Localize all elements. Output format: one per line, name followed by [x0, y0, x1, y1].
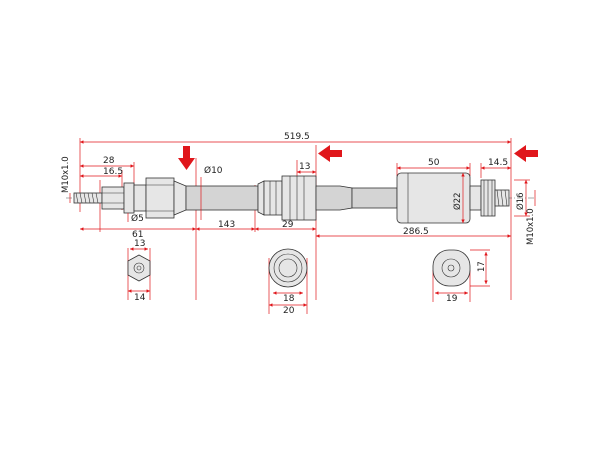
- hex-top-label: 13: [134, 239, 145, 249]
- overall-length-dimension: 519.5: [80, 132, 511, 144]
- flange-width-label: 19: [446, 294, 458, 304]
- round-inner-label: 18: [283, 294, 295, 304]
- phi10-label: Ø10: [204, 165, 223, 176]
- bottom-dimensions: Ø5 61 143 29 286.5: [80, 213, 511, 240]
- flange-shape: [432, 249, 471, 287]
- hose-section-2: [315, 185, 353, 211]
- dim-50-label: 50: [428, 158, 440, 168]
- end-view-round: 18 20: [268, 248, 308, 316]
- dim-14-5-label: 14.5: [488, 158, 508, 168]
- left-arrow-icon-right: [514, 145, 538, 162]
- round-outer-label: 20: [283, 306, 295, 316]
- left-crimp-sleeve: [145, 177, 175, 219]
- hose-side-view: [66, 172, 535, 224]
- end-view-flange: 17 19: [432, 249, 490, 304]
- dim-143-label: 143: [218, 220, 235, 230]
- left-hex-nut: [101, 186, 125, 210]
- down-arrow-icon: [178, 146, 195, 170]
- round-fitting-outer: [268, 248, 308, 288]
- hex-bottom-label: 14: [134, 293, 146, 303]
- left-arrow-icon: [318, 145, 342, 162]
- hex-nut-shape: [127, 254, 151, 282]
- thread-right-label: M10x1.0: [526, 208, 536, 245]
- overall-length-label: 519.5: [284, 132, 310, 142]
- phi22-label: Ø22: [452, 192, 463, 210]
- dim-16-5-label: 16.5: [103, 167, 123, 177]
- phi16-label: Ø16: [515, 192, 526, 210]
- dim-286-5-label: 286.5: [403, 227, 429, 237]
- top-dimensions: 28 16.5 M10x1.0 Ø10 13 50 14.5 Ø22 Ø16 M…: [61, 156, 536, 245]
- end-view-hex: 13 14: [127, 239, 151, 303]
- hose-section-1: [185, 185, 259, 211]
- direction-arrows: [178, 145, 538, 170]
- dim-61-label: 61: [132, 230, 143, 240]
- dim-13-top-label: 13: [299, 162, 310, 172]
- flange-height-label: 17: [477, 261, 487, 272]
- phi5-label: Ø5: [131, 213, 144, 224]
- dim-28-label: 28: [103, 156, 115, 166]
- dim-29-label: 29: [282, 220, 294, 230]
- thread-left-label: M10x1.0: [61, 156, 71, 193]
- middle-fitting: [257, 180, 265, 216]
